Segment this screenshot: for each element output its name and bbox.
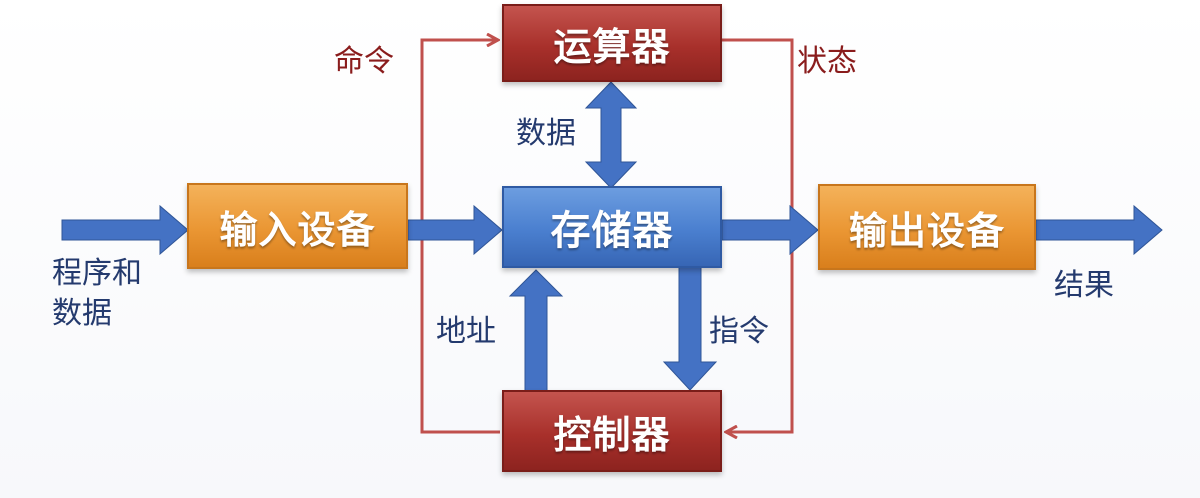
control-box: 控制器 [502,390,722,472]
instruction-arrow [662,265,718,391]
alu-box: 运算器 [502,4,722,82]
input-to-memory-arrow [407,204,503,256]
control-label: 控制器 [553,412,671,457]
data-label: 数据 [516,116,576,151]
address-arrow [508,269,564,393]
status-label: 状态 [797,44,857,79]
command-label: 命令 [334,44,394,79]
input-in-arrow [61,204,189,256]
result-label: 结果 [1054,268,1114,303]
data-bidirectional-arrow [584,81,638,189]
instruction-label: 指令 [709,314,769,349]
alu-label: 运算器 [553,24,671,69]
output-result-arrow [1035,204,1163,256]
input-device-box: 输入设备 [187,183,408,269]
program-label-line2: 数据 [52,296,112,331]
program-label-line1: 程序和 [52,256,142,291]
input-device-label: 输入设备 [219,207,376,252]
output-device-box: 输出设备 [818,184,1036,270]
memory-to-output-arrow [721,204,819,256]
memory-label: 存储器 [550,208,674,254]
memory-box: 存储器 [502,186,722,268]
output-device-label: 输出设备 [848,208,1005,253]
address-label: 地址 [436,314,496,349]
